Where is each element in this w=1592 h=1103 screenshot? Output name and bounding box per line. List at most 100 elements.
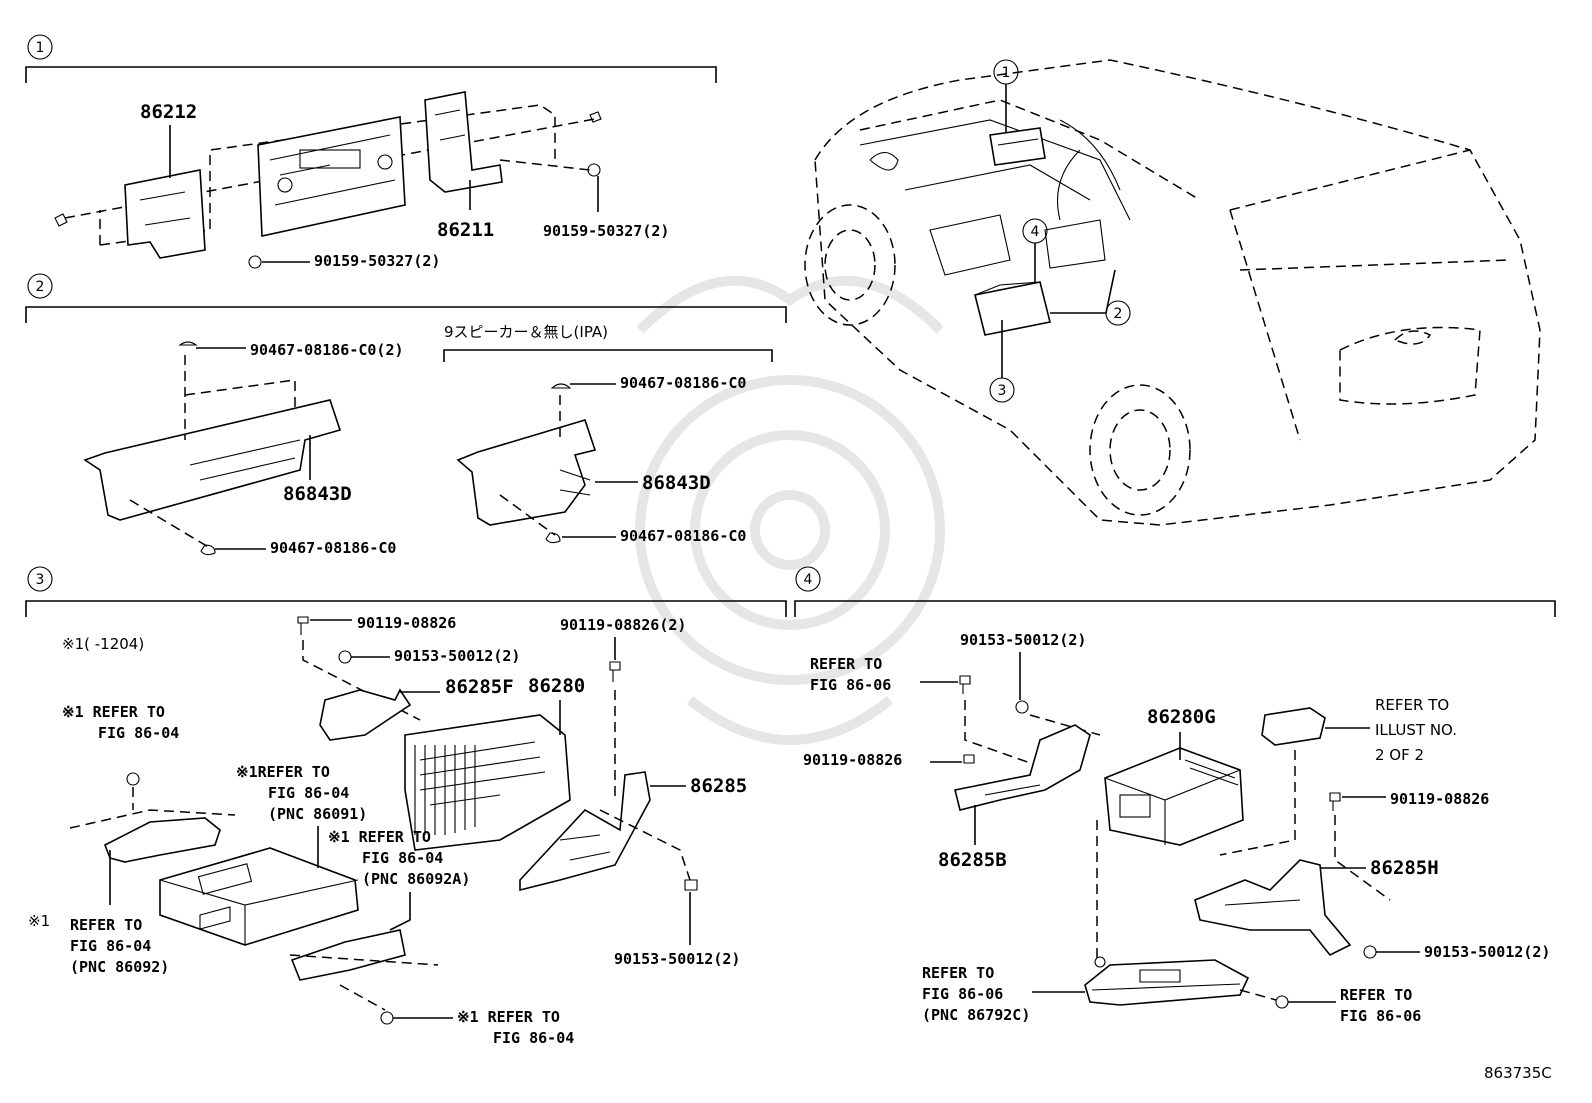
section-3-bracket <box>25 600 787 617</box>
ref4-br-line1: REFER TO <box>1340 986 1412 1004</box>
screw-icon <box>589 111 602 123</box>
ref-c-line3: (PNC 86092A) <box>362 870 470 888</box>
label-90119-08826-right: 90119-08826(2) <box>560 616 686 634</box>
section-1: 1 86212 86211 90159-50327(2) 90159-50327… <box>25 34 717 270</box>
label-90467-bl: 90467-08186-C0 <box>270 539 396 557</box>
nut-icon <box>684 879 698 891</box>
label-86285b: 86285B <box>938 849 1007 871</box>
bolt-icon <box>297 616 309 635</box>
ref-a-line1: ※1 REFER TO <box>62 703 165 721</box>
section-2-bracket <box>25 306 787 323</box>
label-90467-tr: 90467-08186-C0 <box>620 374 746 392</box>
nut-icon <box>1015 700 1029 714</box>
bracket-bottom <box>290 929 406 981</box>
label-90467-tl: 90467-08186-C0(2) <box>250 341 404 359</box>
label4-90119-left: 90119-08826 <box>803 751 902 769</box>
nut-icon <box>1275 995 1289 1009</box>
section-2-number: 2 <box>36 279 45 295</box>
ref-illust-line3: 2 OF 2 <box>1375 746 1424 764</box>
section-4-marker <box>795 566 821 592</box>
bolt-icon <box>609 661 621 682</box>
section-2: 2 9スピーカー＆無し(IPA) 90467-08186-C0(2) 86843… <box>25 273 787 557</box>
section-1-number: 1 <box>36 40 45 56</box>
ref-d-line1: REFER TO <box>70 916 142 934</box>
ref4-br-line2: FIG 86-06 <box>1340 1007 1421 1025</box>
bracket-86285h <box>1194 859 1352 957</box>
screw-icon <box>248 255 262 269</box>
bolt-icon <box>963 754 975 764</box>
ref-b-line1: ※1REFER TO <box>236 763 330 781</box>
label4-90153-right: 90153-50012(2) <box>1424 943 1550 961</box>
label-86280: 86280 <box>528 675 585 697</box>
label-86212: 86212 <box>140 101 197 123</box>
clip-icon <box>545 532 561 544</box>
connector-plug <box>1261 707 1326 746</box>
bolt-icon <box>1329 792 1341 811</box>
ref-illust-line2: ILLUST NO. <box>1375 721 1457 739</box>
radio-head-unit <box>257 116 406 237</box>
nut-icon <box>338 650 352 664</box>
section-4-bracket <box>794 600 1556 617</box>
label-90153-bottom: 90153-50012(2) <box>614 950 740 968</box>
section-4: 4 REFER TO FIG 86-06 90153-50012(2) 9011… <box>794 566 1556 1025</box>
bolt-icon <box>959 675 971 694</box>
clip-icon <box>178 341 198 346</box>
section-3: 3 ※1( -1204) 90119-08826 90153-50012(2) … <box>25 566 787 1047</box>
ref-d-mark: ※1 <box>28 912 50 930</box>
ref-b-line2: FIG 86-04 <box>268 784 349 802</box>
ref-c-line1: ※1 REFER TO <box>328 828 431 846</box>
car-callout-4-number: 4 <box>1031 224 1040 240</box>
ref-a-line2: FIG 86-04 <box>98 724 179 742</box>
label-90159-50327-bottom: 90159-50327(2) <box>314 252 440 270</box>
nut-icon <box>126 772 140 786</box>
ref-d-line2: FIG 86-04 <box>70 937 151 955</box>
label-90119-08826-top: 90119-08826 <box>357 614 456 632</box>
clip-icon <box>550 383 572 389</box>
nut-icon <box>380 1011 394 1025</box>
label-86280g: 86280G <box>1147 706 1216 728</box>
ref4-bl-line1: REFER TO <box>922 964 994 982</box>
module-box <box>159 847 359 946</box>
ref4-bl-line2: FIG 86-06 <box>922 985 1003 1003</box>
vehicle-amplifier-unit <box>974 281 1051 336</box>
rear-wheel <box>1089 384 1191 516</box>
label-86285: 86285 <box>690 775 747 797</box>
bracket-86285b <box>954 724 1091 811</box>
amplifier-86280 <box>404 714 571 851</box>
label-90467-br: 90467-08186-C0 <box>620 527 746 545</box>
screw-icon <box>54 213 68 227</box>
label-86285h: 86285H <box>1370 857 1439 879</box>
bracket-left <box>103 817 221 863</box>
section-2-marker <box>27 273 53 299</box>
label-90159-50327-right: 90159-50327(2) <box>543 222 669 240</box>
section-3-number: 3 <box>36 572 45 588</box>
ref-d-line3: (PNC 86092) <box>70 958 169 976</box>
label-90153-top: 90153-50012(2) <box>394 647 520 665</box>
cover-86843d-right <box>456 419 597 526</box>
ref-e-line1: ※1 REFER TO <box>457 1008 560 1026</box>
note-1204: ※1( -1204) <box>62 635 144 653</box>
vehicle-radio-unit <box>989 127 1046 166</box>
section-1-bracket <box>25 66 717 83</box>
tailgate-window <box>1339 326 1481 405</box>
bracket-86212 <box>124 169 206 259</box>
section-3-marker <box>27 566 53 592</box>
car-callout-3-number: 3 <box>998 383 1007 399</box>
clip-icon <box>200 544 216 556</box>
car-callout-1-number: 1 <box>1002 65 1011 81</box>
ref4-bl-line3: (PNC 86792C) <box>922 1006 1030 1024</box>
ref-c-line2: FIG 86-04 <box>362 849 443 867</box>
label4-90153-top: 90153-50012(2) <box>960 631 1086 649</box>
ref-e-line2: FIG 86-04 <box>493 1029 574 1047</box>
label-86843d-right: 86843D <box>642 472 711 494</box>
section-1-marker <box>27 34 53 60</box>
front-wheel <box>804 204 896 326</box>
ref-illust-line1: REFER TO <box>1375 696 1449 714</box>
vehicle-body-outline <box>814 59 1541 526</box>
ref-b-line3: (PNC 86091) <box>268 805 367 823</box>
note-9-speaker: 9スピーカー＆無し(IPA) <box>444 323 608 341</box>
diagram-id: 863735C <box>1484 1064 1552 1082</box>
bracket-86211 <box>424 91 503 193</box>
bracket-86285f <box>319 688 412 741</box>
